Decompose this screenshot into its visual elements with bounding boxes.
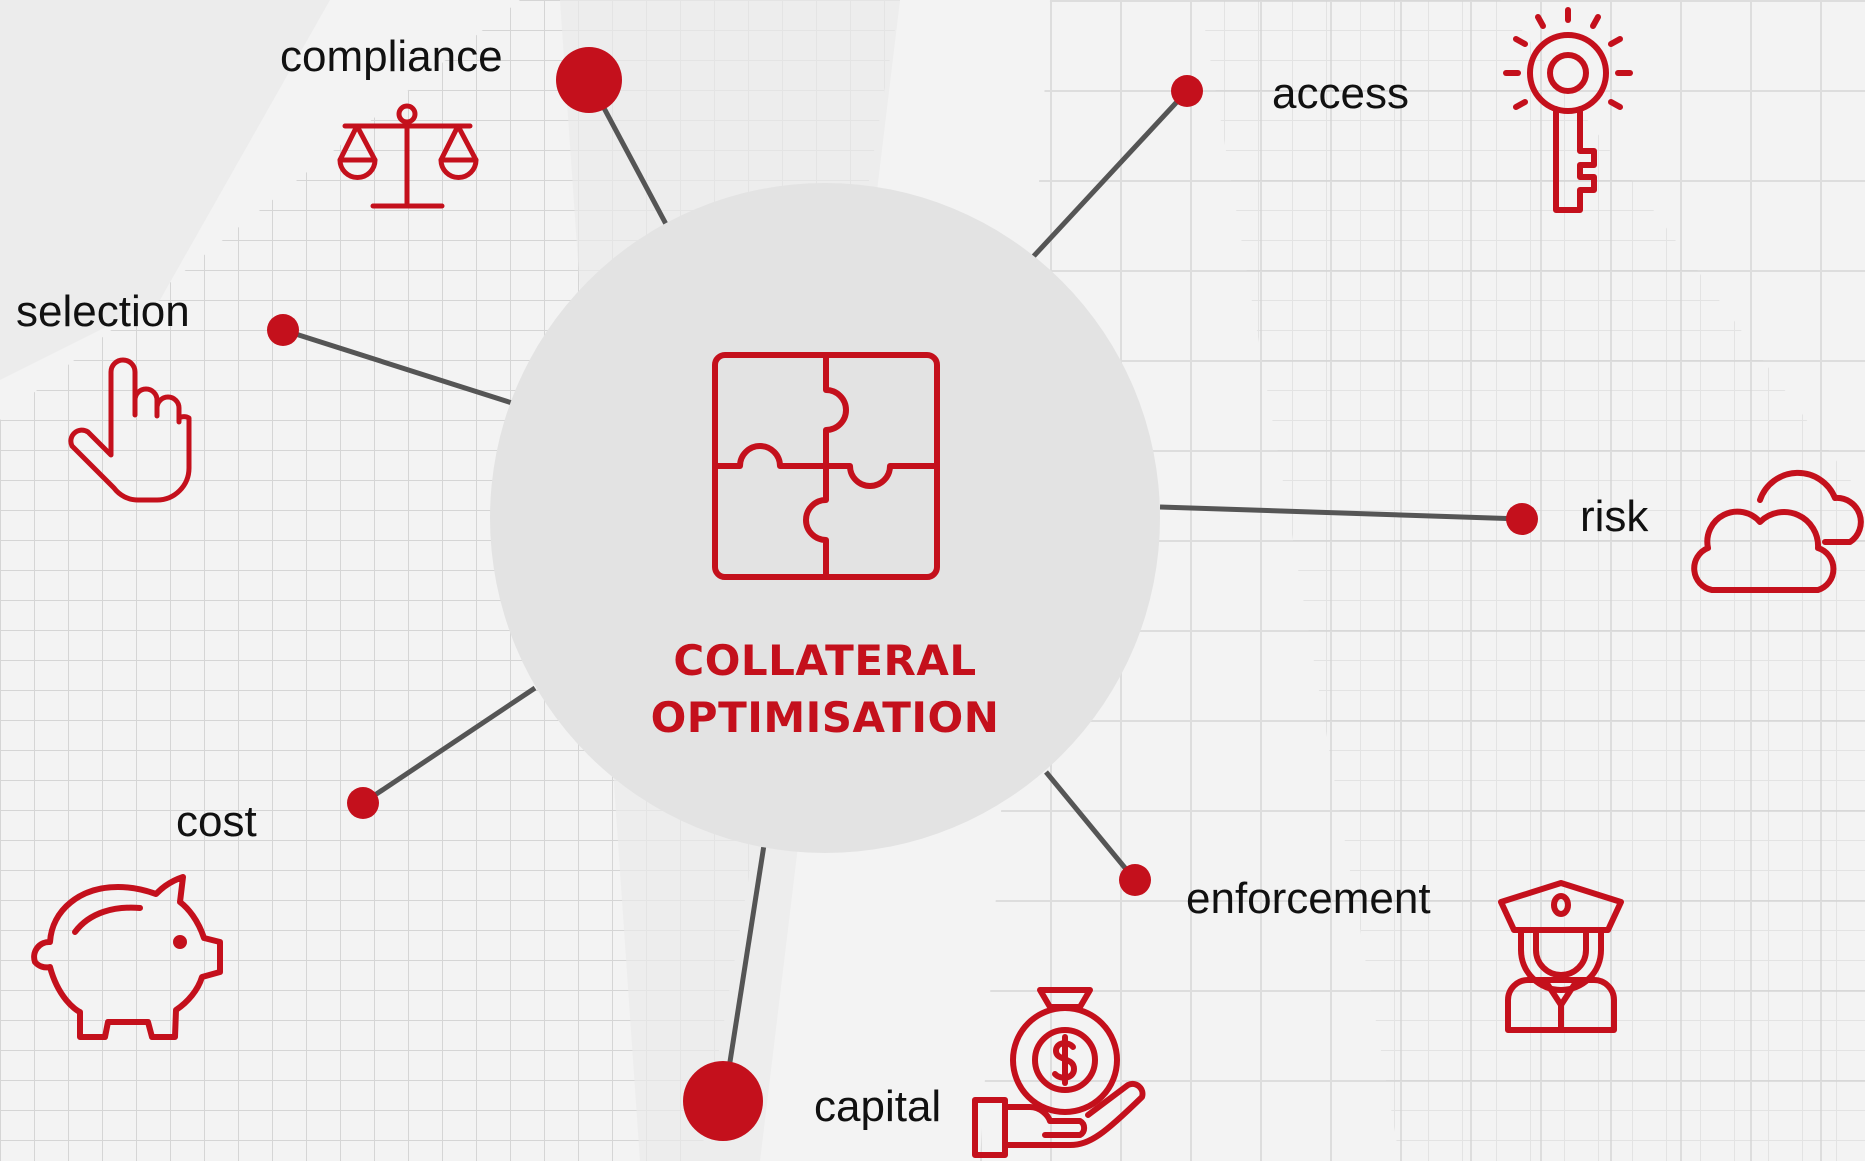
- label-enforcement: enforcement: [1186, 874, 1431, 923]
- dot-cost: [347, 787, 379, 819]
- label-cost: cost: [176, 797, 257, 846]
- hub-circle: [490, 183, 1160, 853]
- money-bag-hand-icon: [972, 987, 1146, 1158]
- hub-title-line2: OPTIMISATION: [650, 693, 1000, 742]
- connector-enforcement: [1044, 770, 1137, 882]
- label-risk: risk: [1580, 492, 1649, 541]
- pointing-hand-icon: [68, 357, 192, 503]
- dot-enforcement: [1119, 864, 1151, 896]
- connector-cost: [361, 685, 537, 806]
- balance-scale-icon: [337, 103, 479, 209]
- dot-access: [1171, 75, 1203, 107]
- police-officer-icon: [1498, 880, 1624, 1033]
- connector-risk: [1159, 504, 1523, 522]
- label-capital: capital: [814, 1082, 942, 1131]
- cloud-icon: [1691, 469, 1864, 593]
- label-access: access: [1272, 69, 1409, 118]
- label-selection: selection: [16, 287, 190, 336]
- dot-compliance: [556, 47, 622, 113]
- connector-selection: [282, 327, 513, 406]
- piggy-bank-icon: [31, 874, 223, 1040]
- dot-capital: [683, 1061, 763, 1141]
- key-icon: [1503, 7, 1633, 213]
- dot-selection: [267, 314, 299, 346]
- hub-title-line1: COLLATERAL: [673, 636, 977, 685]
- connector-access: [1030, 89, 1189, 260]
- connector-capital: [721, 844, 767, 1101]
- dot-risk: [1506, 503, 1538, 535]
- label-compliance: compliance: [280, 32, 503, 81]
- puzzle-icon: [712, 352, 940, 580]
